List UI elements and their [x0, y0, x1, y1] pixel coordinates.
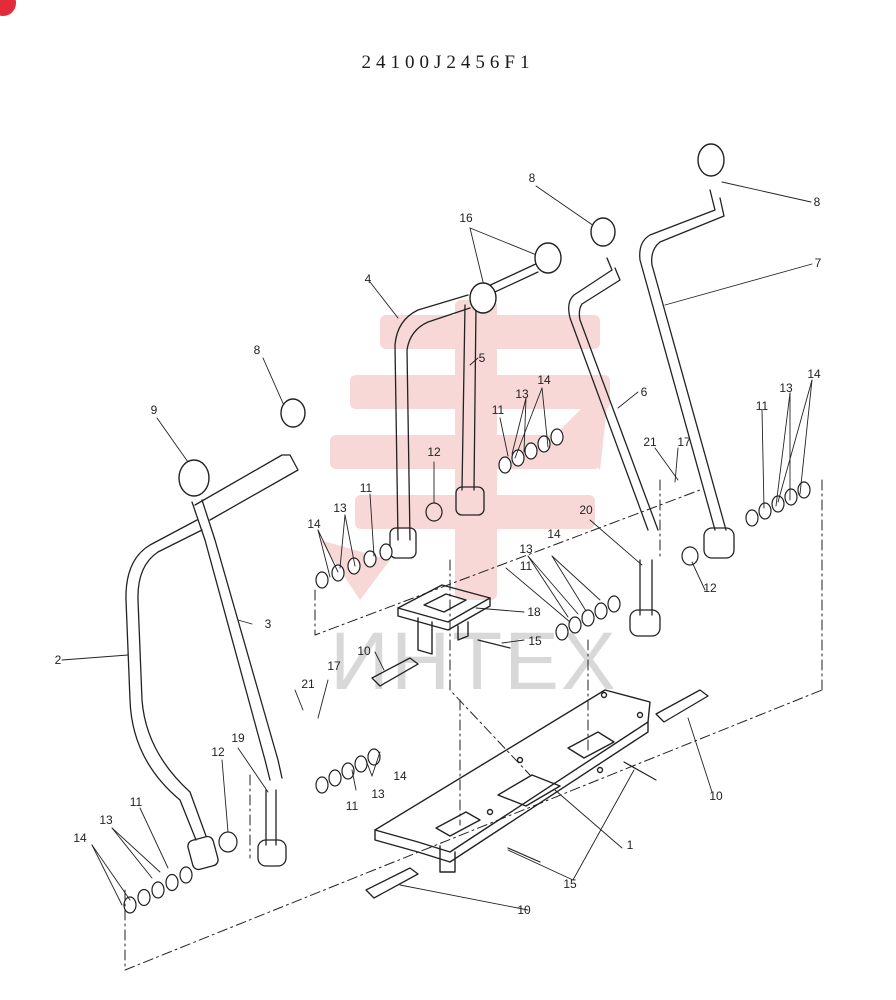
- callout-c-15a: 15: [528, 634, 542, 648]
- callout-c-1: 1: [627, 838, 634, 852]
- pins: [365, 657, 709, 899]
- callout-c-10c: 10: [517, 903, 531, 917]
- callout-c-8b: 8: [529, 171, 536, 185]
- callout-c-21b: 21: [643, 435, 657, 449]
- callout-c-14b: 14: [307, 517, 321, 531]
- bushing-sets: [123, 428, 811, 914]
- callout-labels: 1234567888910101011111111111112121213131…: [55, 171, 822, 917]
- callout-c-7: 7: [815, 256, 822, 270]
- callout-c-13c: 13: [515, 387, 529, 401]
- callout-c-15b: 15: [563, 877, 577, 891]
- lever-5: [455, 261, 541, 516]
- callout-c-13b: 13: [333, 501, 347, 515]
- callout-c-14f: 14: [393, 769, 407, 783]
- callout-c-6: 6: [641, 385, 648, 399]
- callout-c-2: 2: [55, 653, 62, 667]
- lever-7: [639, 189, 735, 559]
- lever-4: [389, 294, 471, 559]
- lever-2: [125, 519, 219, 871]
- callout-c-11d: 11: [520, 559, 533, 573]
- callout-c-18: 18: [527, 605, 541, 619]
- callout-c-14e: 14: [807, 367, 821, 381]
- base-plate: [374, 689, 651, 873]
- callout-c-13f: 13: [371, 787, 385, 801]
- callout-c-3: 3: [265, 617, 272, 631]
- centre-lines: [124, 479, 823, 971]
- callout-c-4: 4: [365, 272, 372, 286]
- callout-c-11a: 11: [130, 795, 143, 809]
- callout-c-10b: 10: [709, 789, 723, 803]
- callout-c-14d: 14: [547, 527, 561, 541]
- corner-badge-icon: [0, 0, 16, 16]
- callout-c-16: 16: [459, 211, 473, 225]
- lever-6: [568, 257, 659, 531]
- callout-c-12b: 12: [427, 445, 441, 459]
- callout-c-9: 9: [151, 403, 158, 417]
- callout-c-19: 19: [231, 731, 245, 745]
- guide-plate: [397, 584, 491, 655]
- shaft-20: [629, 559, 661, 637]
- callout-c-8a: 8: [254, 343, 261, 357]
- callout-c-11b: 11: [360, 481, 373, 495]
- callout-c-17b: 17: [677, 435, 691, 449]
- callout-c-11f: 11: [346, 799, 359, 813]
- callout-c-21a: 21: [301, 677, 315, 691]
- callout-c-13d: 13: [519, 542, 533, 556]
- callout-c-8c: 8: [814, 195, 821, 209]
- page-title: 24100J2456F1: [361, 52, 535, 73]
- callout-c-17a: 17: [327, 659, 341, 673]
- callout-c-11c: 11: [492, 403, 505, 417]
- callout-c-13a: 13: [99, 813, 113, 827]
- lever-knobs: [178, 143, 725, 497]
- callout-c-12a: 12: [211, 745, 225, 759]
- shaft-19: [257, 789, 287, 867]
- leader-lines: [61, 181, 813, 911]
- lever-3: [191, 454, 299, 781]
- callout-c-11e: 11: [756, 399, 769, 413]
- washers: [218, 502, 699, 853]
- callout-c-14a: 14: [73, 831, 87, 845]
- callout-c-14c: 14: [537, 373, 551, 387]
- roll-pins: [477, 639, 657, 863]
- callout-c-12c: 12: [703, 581, 717, 595]
- callout-c-5: 5: [479, 351, 486, 365]
- callout-c-20: 20: [579, 503, 593, 517]
- callout-c-10a: 10: [357, 644, 371, 658]
- callout-c-13e: 13: [779, 381, 793, 395]
